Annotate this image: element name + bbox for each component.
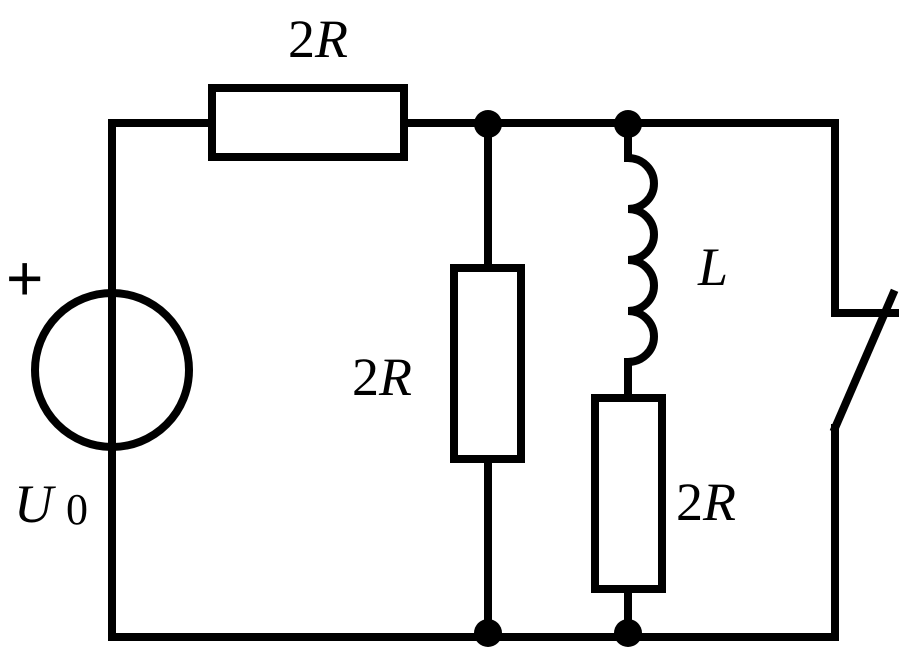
inductor-branch-resistor-symbol bbox=[591, 394, 666, 593]
voltage-source-symbol bbox=[31, 289, 193, 451]
middle-resistor-label: 2R bbox=[352, 347, 412, 407]
voltage-source: + U 0 bbox=[6, 242, 193, 534]
switch-blade bbox=[829, 288, 899, 434]
inductor-branch-resistor-label: 2R bbox=[676, 472, 736, 532]
top-resistor-symbol bbox=[208, 84, 408, 161]
switch bbox=[829, 288, 899, 434]
middle-resistor-symbol bbox=[450, 264, 525, 463]
inductor-branch-resistor-label-coefficient: 2 bbox=[676, 472, 703, 532]
source-label: U bbox=[14, 474, 56, 534]
source-label-letter: U bbox=[14, 474, 56, 534]
top-resistor-label: 2R bbox=[288, 9, 348, 69]
top-resistor-label-symbol: R bbox=[314, 9, 348, 69]
junction-node-top-middle bbox=[474, 110, 502, 138]
inductor-label: L bbox=[697, 237, 728, 297]
inductor-branch-resistor: 2R bbox=[591, 394, 736, 593]
middle-resistor-label-symbol: R bbox=[378, 347, 412, 407]
junction-nodes bbox=[474, 110, 642, 647]
source-label-subscript: 0 bbox=[66, 485, 88, 534]
source-polarity-plus: + bbox=[6, 242, 43, 314]
top-resistor-label-coefficient: 2 bbox=[288, 9, 315, 69]
junction-node-top-inductor bbox=[614, 110, 642, 138]
middle-resistor: 2R bbox=[352, 264, 525, 463]
switch-wire-top bbox=[831, 119, 899, 317]
junction-node-bottom-inductor bbox=[614, 619, 642, 647]
inductor: L bbox=[624, 154, 728, 366]
inductor-branch-resistor-label-symbol: R bbox=[702, 472, 736, 532]
middle-resistor-label-coefficient: 2 bbox=[352, 347, 379, 407]
inductor-coil bbox=[624, 154, 658, 366]
junction-node-bottom-middle bbox=[474, 619, 502, 647]
top-resistor: 2R bbox=[208, 9, 408, 161]
